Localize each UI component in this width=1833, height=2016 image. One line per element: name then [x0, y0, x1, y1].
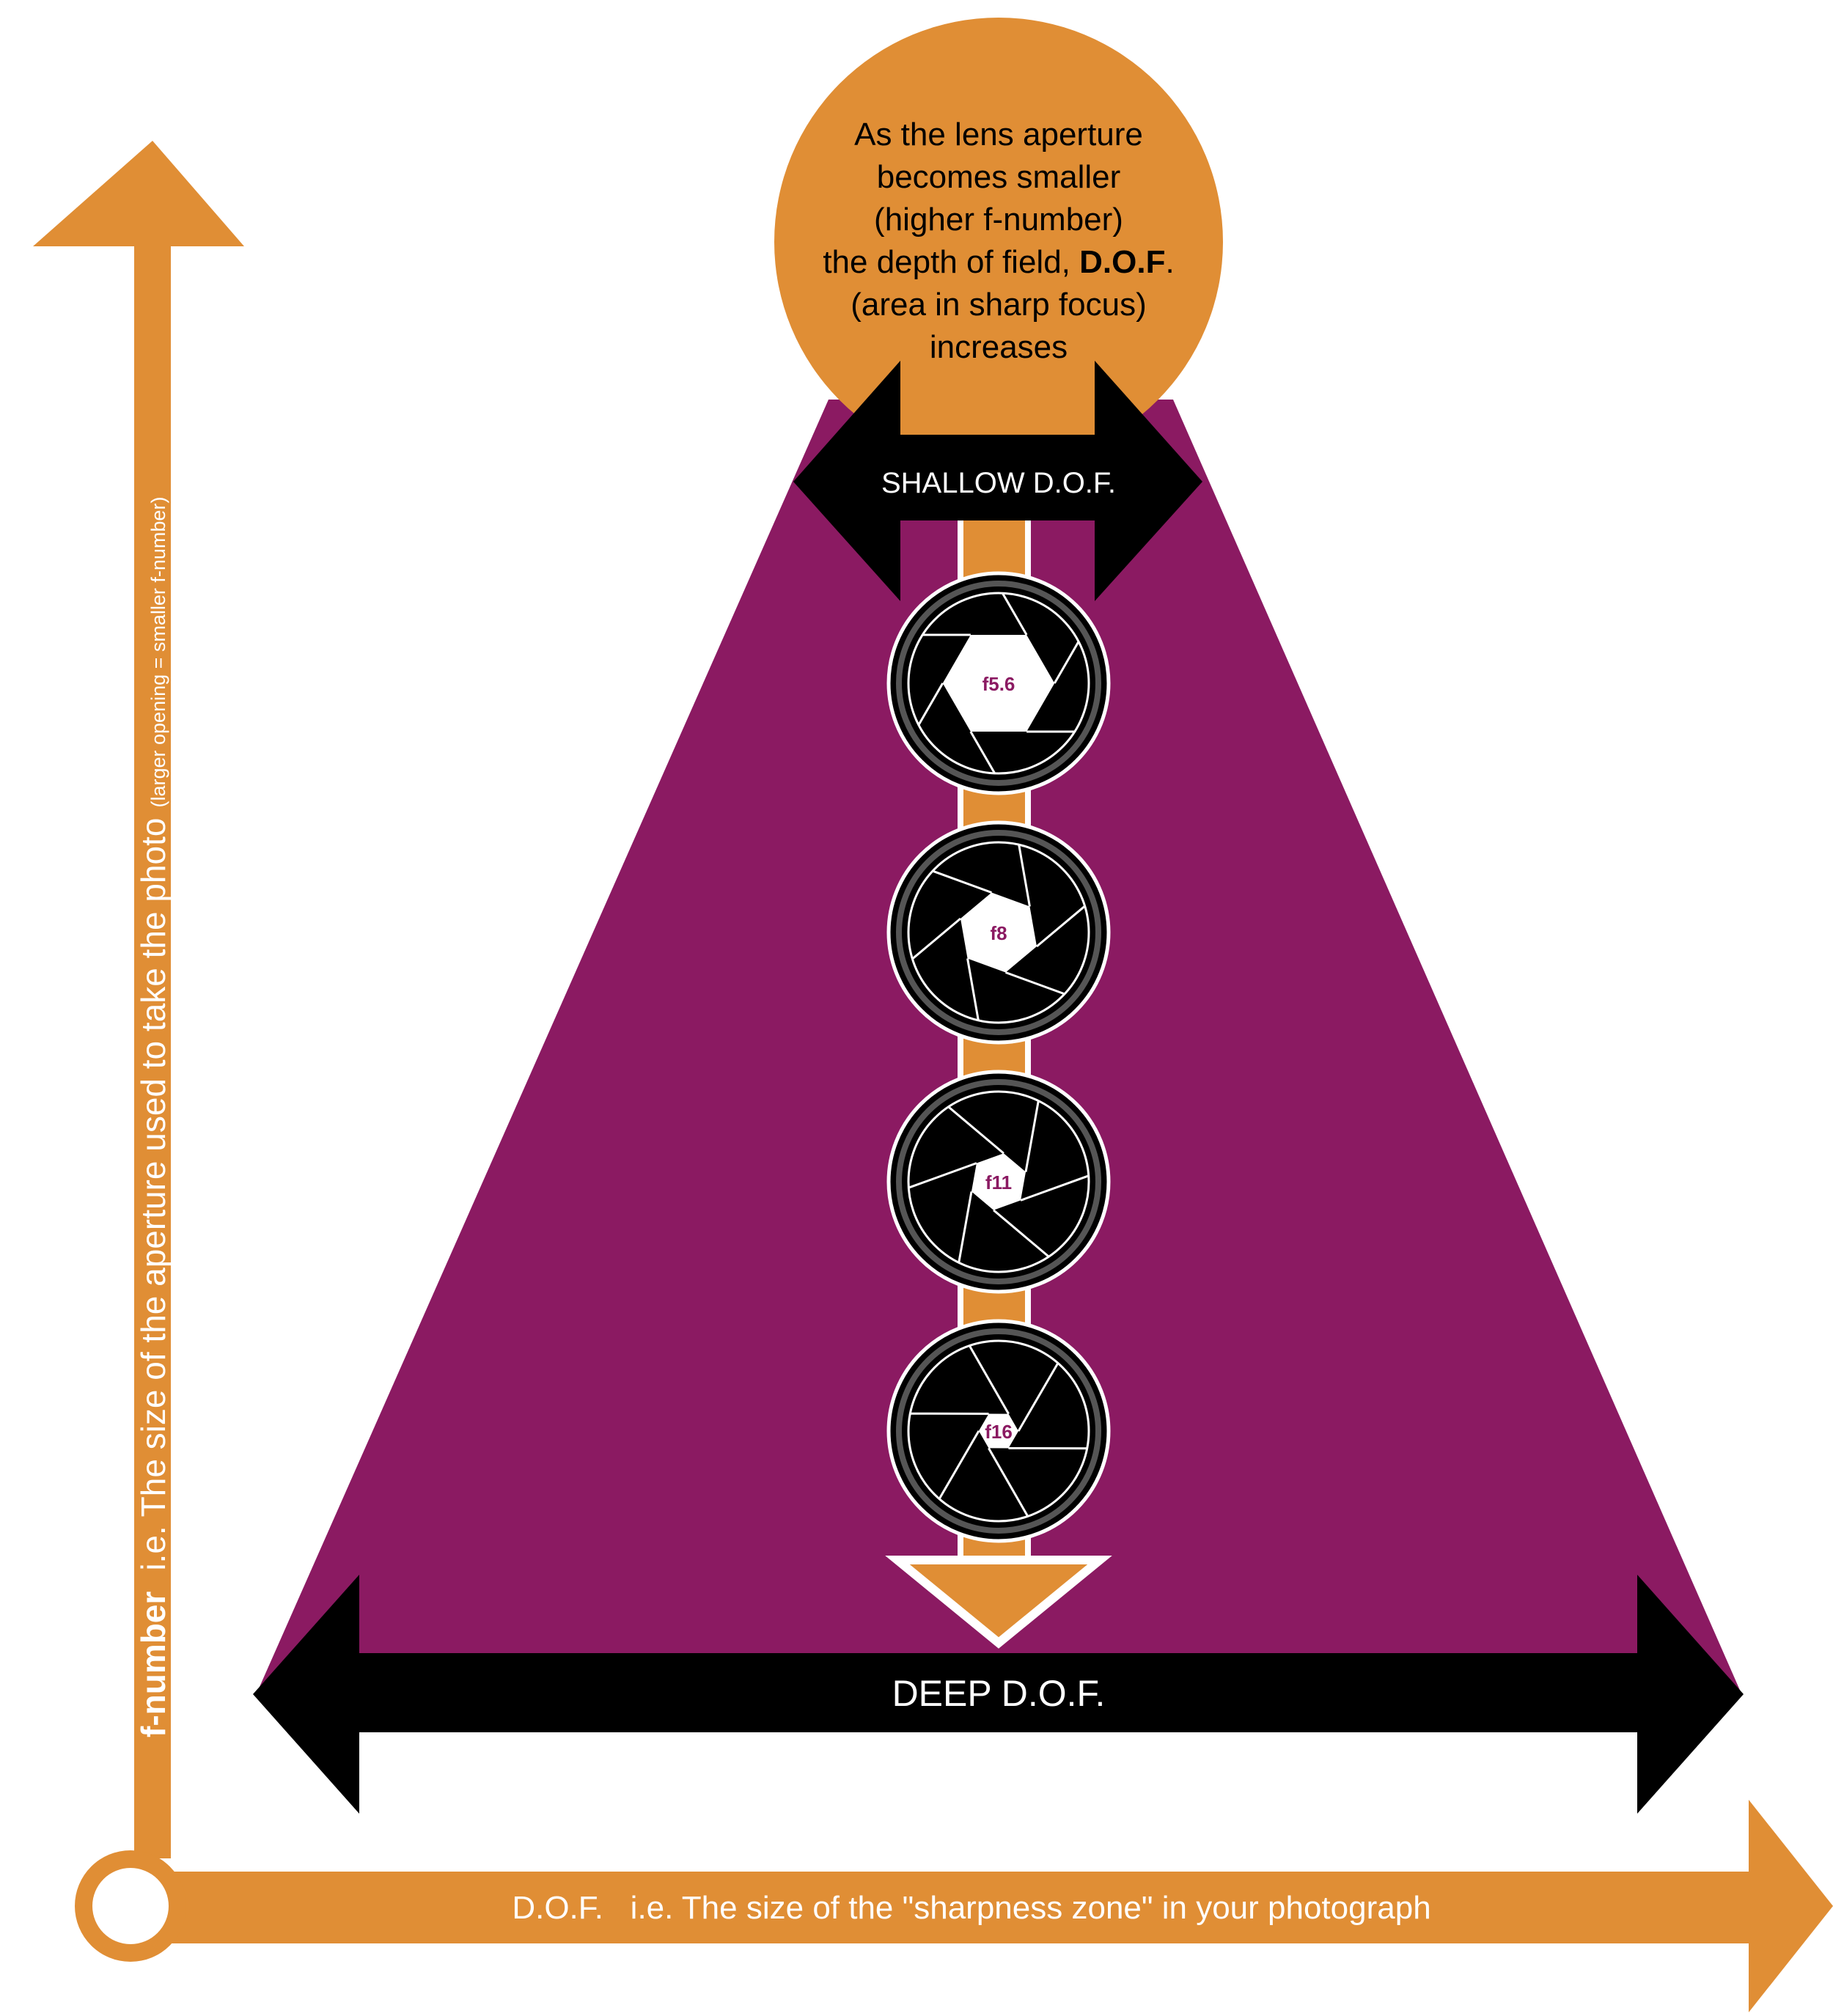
aperture-stack: f5.6 f8 f11 f16 — [886, 571, 1111, 1543]
aperture-opening — [942, 634, 1055, 732]
y-axis-label-small: (larger opening = smaller f-number) — [147, 497, 169, 808]
y-axis-shaft — [134, 246, 171, 1858]
f-stop-label: f5.6 — [982, 673, 1015, 695]
blade-edge — [1005, 971, 1089, 1023]
blade-edge — [1020, 1138, 1089, 1202]
callout-circle — [774, 18, 1223, 466]
aperture-inner-ring — [896, 830, 1101, 1035]
callout-line-4: the depth of field, D.O.F. — [823, 244, 1174, 280]
aperture-f16: f16 — [886, 1319, 1111, 1543]
blade-edge — [1008, 1446, 1089, 1450]
x-axis-label: D.O.F. i.e. The size of the "sharpness z… — [512, 1890, 1430, 1926]
blade-edge — [997, 842, 1031, 907]
f-stop-label: f8 — [990, 922, 1007, 944]
aperture-f11: f11 — [886, 1070, 1111, 1294]
blade-edge — [917, 1341, 1010, 1415]
aperture-opening — [960, 892, 1037, 973]
blade-edge — [988, 1447, 1080, 1521]
aperture-inner-ring — [896, 581, 1101, 786]
x-axis-shaft — [132, 1872, 1760, 1943]
aperture-inner-ring — [896, 1079, 1101, 1284]
y-axis-label: f-number i.e. The size of the aperture us… — [134, 497, 172, 1737]
callout-line-5: (area in sharp focus) — [851, 287, 1147, 323]
blade-edge — [966, 958, 1000, 1023]
deep-dof-label: DEEP D.O.F. — [892, 1673, 1106, 1714]
blade-edge — [1036, 842, 1089, 948]
y-axis-arrow-head — [33, 141, 244, 246]
blade-edge — [969, 731, 1062, 773]
callout-line-2: becomes smaller — [877, 159, 1121, 195]
aperture-inner-ring — [896, 1328, 1101, 1534]
aperture-f8: f8 — [886, 820, 1111, 1045]
blade-edge — [1024, 1092, 1059, 1172]
blade-edge — [908, 1162, 977, 1226]
origin-hole — [92, 1868, 169, 1944]
callout-line-1: As the lens aperture — [854, 117, 1143, 152]
blade-edge — [908, 917, 961, 1023]
f-stop-label: f16 — [985, 1421, 1013, 1443]
shallow-dof-arrow — [793, 361, 1202, 601]
blade-edge — [938, 1191, 973, 1272]
y-axis-label-bold: f-number — [134, 1592, 172, 1737]
aperture-f5-6: f5.6 — [886, 571, 1111, 795]
f-stop-label: f11 — [985, 1171, 1012, 1193]
shallow-dof-label: SHALLOW D.O.F. — [881, 467, 1116, 499]
callout-text: As the lens aperture becomes smaller (hi… — [823, 117, 1174, 365]
x-axis-arrow-head — [1749, 1800, 1833, 2012]
blade-edge — [908, 842, 992, 894]
y-axis-label-text: i.e. The size of the aperture used to ta… — [134, 818, 172, 1571]
blade-edge — [935, 593, 1028, 636]
callout-line-3: (higher f-number) — [874, 202, 1123, 238]
blade-edge — [1053, 593, 1089, 684]
callout-line-6: increases — [930, 329, 1068, 365]
down-arrow-head — [885, 1556, 1112, 1649]
deep-dof-arrow — [253, 1575, 1744, 1814]
aperture-opening — [978, 1413, 1019, 1449]
blade-edge — [908, 1412, 989, 1416]
aperture-opening — [971, 1153, 1026, 1210]
blade-edge — [908, 683, 944, 773]
